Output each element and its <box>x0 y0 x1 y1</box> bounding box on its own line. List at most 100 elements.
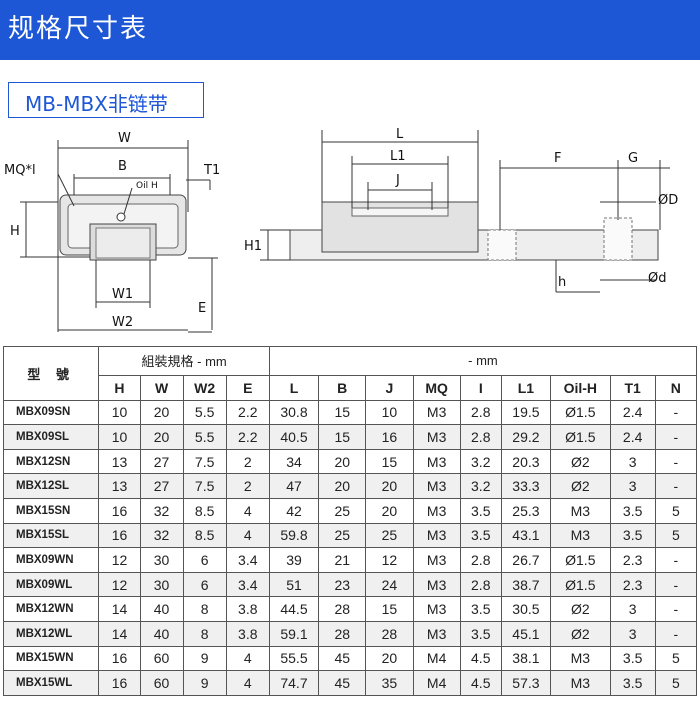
table-cell: 6 <box>182 571 227 598</box>
table-cell: 3 <box>609 473 656 500</box>
table-cell: 20 <box>365 498 414 524</box>
label-H1: H1 <box>244 239 262 254</box>
table-cell: 13 <box>98 448 141 475</box>
table-cell: 20 <box>139 424 184 450</box>
table-cell: 3.5 <box>459 596 502 623</box>
table-cell: 42 <box>268 498 320 524</box>
table-cell: M3 <box>412 522 461 549</box>
table-cell: 44.5 <box>268 596 320 623</box>
table-cell: 4.5 <box>459 645 502 672</box>
table-cell: 32 <box>139 498 184 524</box>
table-cell: 3 <box>609 448 656 475</box>
table-cell: 9 <box>182 645 227 672</box>
table-cell: 16 <box>98 498 141 524</box>
table-cell: 9 <box>182 670 227 696</box>
label-G: G <box>628 151 638 166</box>
table-cell: 24 <box>365 571 414 598</box>
table-cell: Ø2 <box>550 448 611 475</box>
model-cell: MBX09SN <box>2 399 100 426</box>
table-cell: 25 <box>318 522 367 549</box>
table-cell: 2.8 <box>459 399 502 426</box>
table-cell: M3 <box>412 621 461 647</box>
table-cell: 25 <box>318 498 367 524</box>
table-cell: Ø2 <box>550 621 611 647</box>
table-cell: 5.5 <box>182 399 227 426</box>
table-cell: Ø1.5 <box>550 571 611 598</box>
table-cell: 14 <box>98 596 141 623</box>
table-cell: 74.7 <box>268 670 320 696</box>
table-cell: 40 <box>139 621 184 647</box>
table-cell: 4.5 <box>459 670 502 696</box>
label-h: h <box>558 275 566 290</box>
column-header: L1 <box>500 374 552 401</box>
table-cell: 28 <box>318 621 367 647</box>
dimension-diagram: W B MQ*l T1 Oil H H W1 W2 E L L1 J F G Ø… <box>4 127 678 333</box>
table-cell: 3.5 <box>609 670 656 696</box>
table-cell: 43.1 <box>500 522 552 549</box>
table-cell: 45 <box>318 645 367 672</box>
table-cell: 16 <box>98 670 141 696</box>
table-cell: 15 <box>365 448 414 475</box>
label-L: L <box>396 127 404 142</box>
table-cell: 3 <box>609 596 656 623</box>
table-cell: 16 <box>98 522 141 549</box>
table-cell: 12 <box>98 571 141 598</box>
table-cell: M3 <box>550 645 611 672</box>
model-cell: MBX15WN <box>2 645 100 672</box>
table-cell: 7.5 <box>182 473 227 500</box>
table-cell: 30 <box>139 571 184 598</box>
table-cell: M3 <box>550 498 611 524</box>
label-W2: W2 <box>112 315 133 330</box>
table-cell: 15 <box>365 596 414 623</box>
table-cell: 2.3 <box>609 547 656 573</box>
table-cell: 30.5 <box>500 596 552 623</box>
column-header: W <box>139 374 184 401</box>
table-cell: 3.5 <box>459 522 502 549</box>
table-cell: 2.8 <box>459 424 502 450</box>
table-cell: 20 <box>365 473 414 500</box>
table-cell: 55.5 <box>268 645 320 672</box>
table-cell: 3.5 <box>459 621 502 647</box>
title-banner: 规格尺寸表 <box>0 0 700 60</box>
table-cell: 32 <box>139 522 184 549</box>
label-E: E <box>198 301 206 316</box>
table-cell: 45.1 <box>500 621 552 647</box>
table-cell: 38.7 <box>500 571 552 598</box>
column-header: H <box>98 374 141 401</box>
type-header: 型 號 <box>2 346 100 401</box>
model-cell: MBX12SN <box>2 448 100 475</box>
table-cell: 2.8 <box>459 547 502 573</box>
table-cell: Ø1.5 <box>550 399 611 426</box>
column-header: N <box>654 374 698 401</box>
table-cell: 26.7 <box>500 547 552 573</box>
table-cell: 57.3 <box>500 670 552 696</box>
table-cell: 16 <box>365 424 414 450</box>
table-cell: - <box>654 473 698 500</box>
table-cell: 7.5 <box>182 448 227 475</box>
table-cell: M3 <box>412 473 461 500</box>
column-header: B <box>318 374 367 401</box>
table-cell: Ø2 <box>550 596 611 623</box>
table-cell: 3.5 <box>459 498 502 524</box>
label-oil: Oil H <box>136 181 158 191</box>
label-B: B <box>118 159 127 174</box>
model-cell: MBX12WN <box>2 596 100 623</box>
table-cell: 3.5 <box>609 645 656 672</box>
table-cell: 4 <box>225 522 270 549</box>
table-cell: 34 <box>268 448 320 475</box>
table-cell: 3.4 <box>225 571 270 598</box>
model-cell: MBX12WL <box>2 621 100 647</box>
label-W: W <box>118 131 131 146</box>
table-cell: M3 <box>412 596 461 623</box>
table-cell: 10 <box>365 399 414 426</box>
table-cell: 3.5 <box>609 522 656 549</box>
